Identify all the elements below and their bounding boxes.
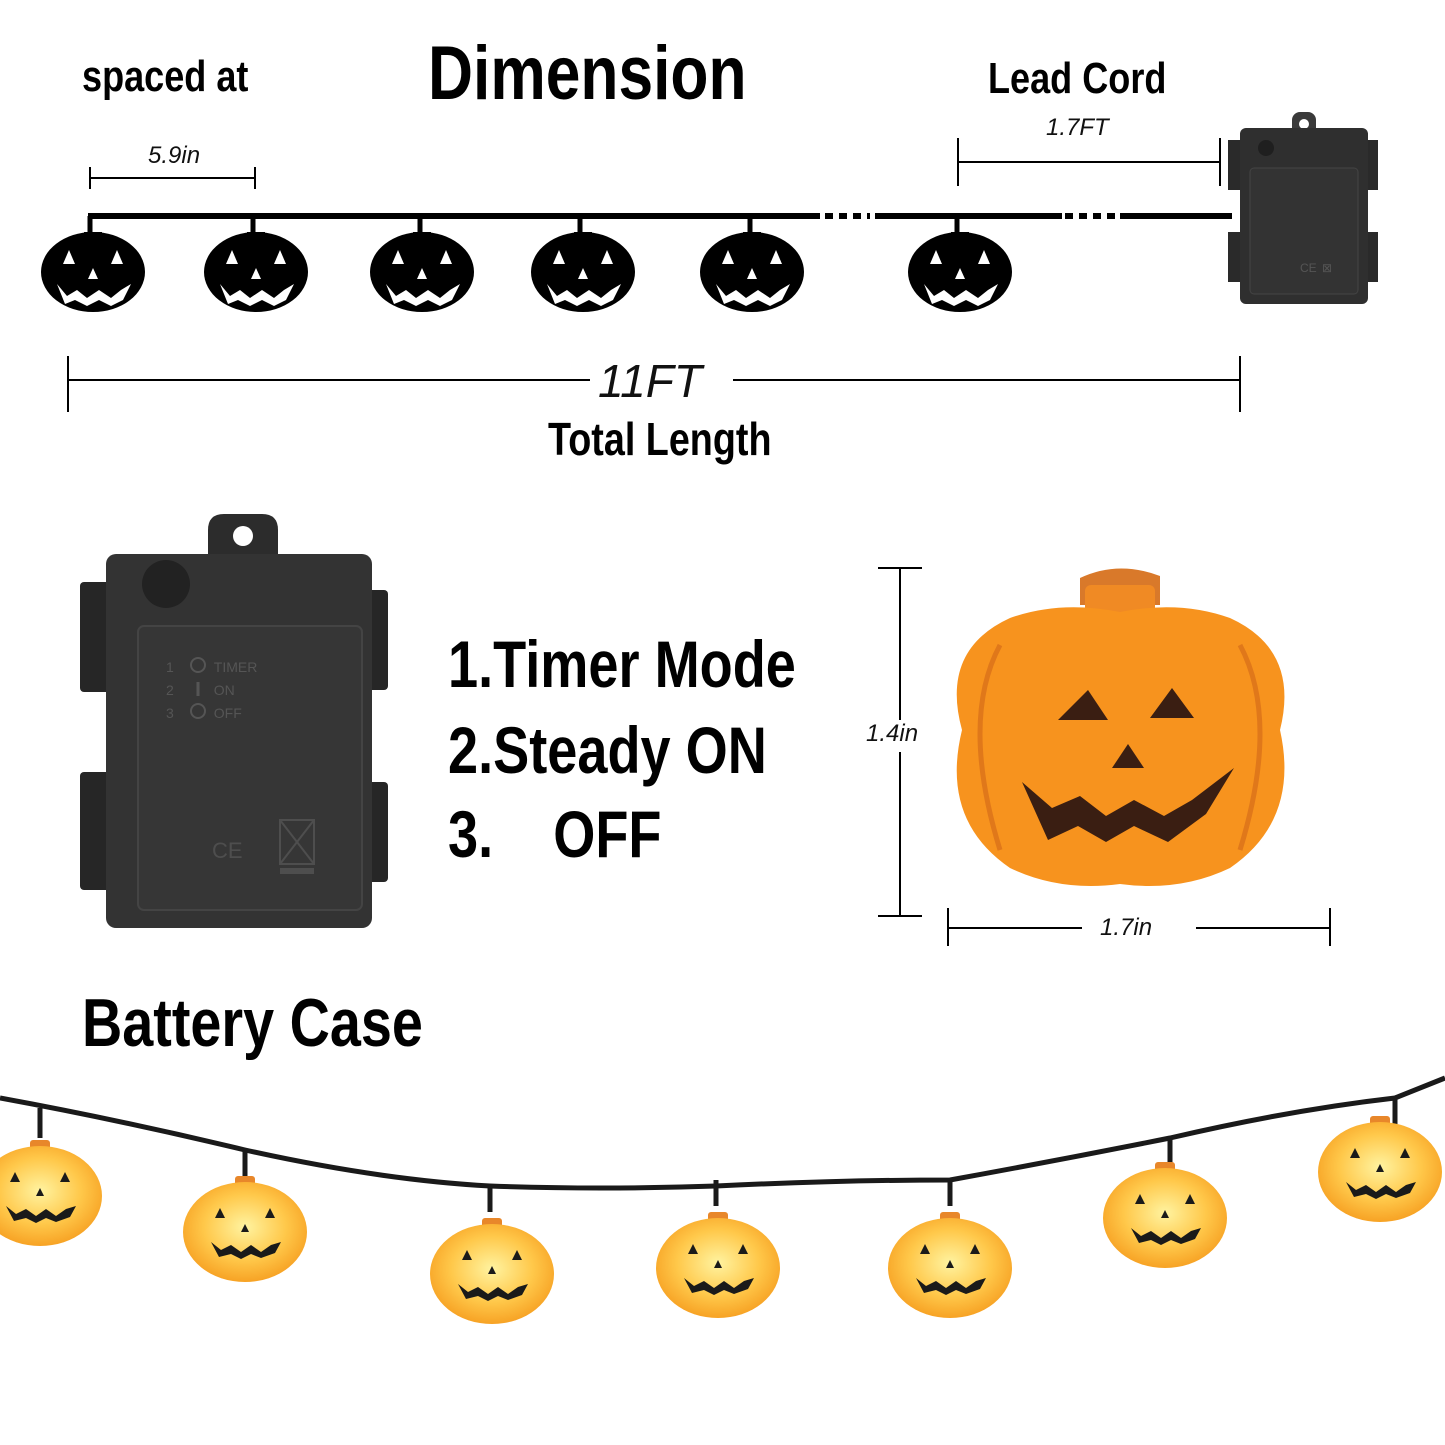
mode-timer: 1.Timer Mode — [448, 627, 796, 701]
battery-case-icon: CE — [80, 514, 388, 928]
battery-case-label: Battery Case — [82, 985, 423, 1061]
switch-label-on: ON — [213, 682, 235, 698]
switch-num-3: 3 — [166, 705, 174, 721]
switch-label-off: OFF — [213, 705, 242, 721]
total-length-label: Total Length — [548, 413, 772, 465]
battery-box-small-icon: CE ⊠ — [1228, 112, 1378, 304]
spacing-value: 5.9in — [148, 142, 201, 169]
pumpkin-silhouette-4 — [531, 232, 635, 312]
pumpkin-silhouette-2 — [204, 232, 308, 312]
pumpkin-height-value: 1.4in — [866, 720, 919, 747]
pumpkin-silhouette-1 — [41, 232, 145, 312]
lead-cord-label: Lead Cord — [988, 54, 1167, 103]
pumpkin-silhouette-5 — [700, 232, 804, 312]
battery-switch-legend: 1 TIMER 2 ON 3 OFF — [166, 656, 257, 725]
switch-label-timer: TIMER — [213, 659, 258, 675]
pumpkin-width-value: 1.7in — [1100, 914, 1153, 941]
svg-text:CE: CE — [1300, 261, 1317, 275]
pumpkin-silhouette-3 — [370, 232, 474, 312]
mode-steady-on: 2.Steady ON — [448, 713, 767, 787]
lead-cord-value: 1.7FT — [1046, 114, 1109, 141]
pumpkin-silhouette-6 — [908, 232, 1012, 312]
spacing-label: spaced at — [82, 52, 249, 101]
mode-off: 3. OFF — [448, 797, 662, 871]
svg-text:CE: CE — [212, 838, 243, 863]
switch-num-2: 2 — [166, 682, 174, 698]
page-title: Dimension — [428, 31, 747, 116]
svg-text:⊠: ⊠ — [1322, 261, 1332, 275]
pumpkin-string-lights-icon — [0, 1075, 1445, 1324]
switch-num-1: 1 — [166, 659, 174, 675]
total-length-value: 11FT — [598, 355, 702, 407]
pumpkin-large-icon — [956, 568, 1285, 886]
